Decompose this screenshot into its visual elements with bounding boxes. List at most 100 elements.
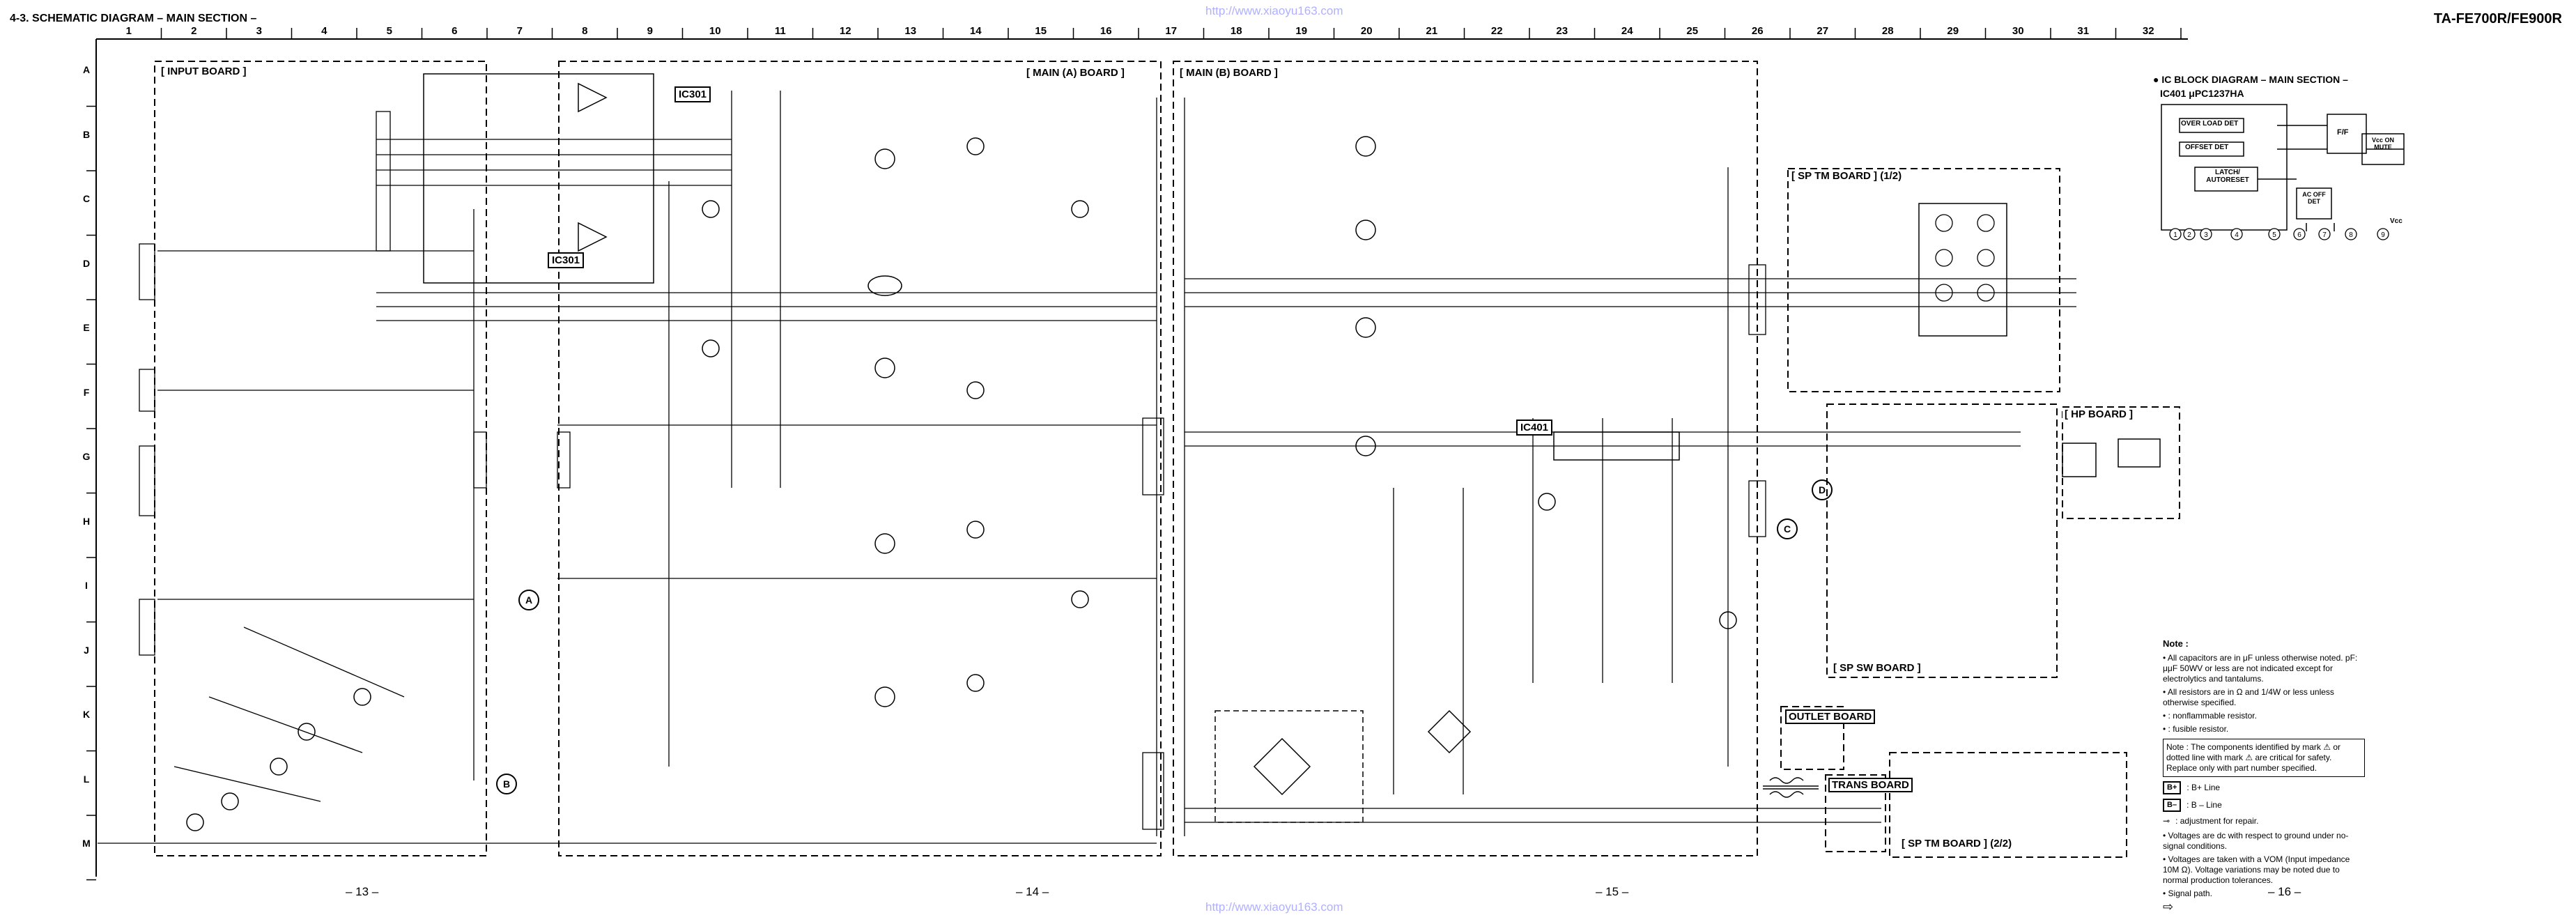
ic-block-title: ● IC BLOCK DIAGRAM – MAIN SECTION – bbox=[2153, 74, 2348, 85]
column-number: 14 bbox=[969, 25, 982, 37]
ic-pin-circle bbox=[2345, 228, 2357, 240]
section-title: 4-3. SCHEMATIC DIAGRAM – MAIN SECTION – bbox=[10, 13, 257, 24]
column-number: 27 bbox=[1817, 25, 1829, 37]
row-letter: G bbox=[82, 451, 91, 462]
column-number: 20 bbox=[1360, 25, 1373, 37]
legend-bminus: B– : B – Line bbox=[2163, 799, 2365, 812]
connector-a: A bbox=[518, 590, 539, 610]
row-letter: E bbox=[83, 322, 90, 333]
row-letter: F bbox=[83, 386, 90, 398]
column-number: 1 bbox=[125, 25, 132, 37]
ic-pin-number: 7 bbox=[2322, 231, 2327, 239]
legend-adjust-text: : adjustment for repair. bbox=[2175, 816, 2259, 826]
column-number: 25 bbox=[1686, 25, 1699, 37]
row-letter: C bbox=[82, 193, 91, 204]
page-number-16: – 16 – bbox=[2268, 885, 2301, 898]
row-letter: K bbox=[82, 709, 91, 720]
column-number: 22 bbox=[1490, 25, 1503, 37]
adjust-icon: ⊸ bbox=[2163, 816, 2170, 826]
notes-panel: Note : • All capacitors are in μF unless… bbox=[2163, 638, 2365, 915]
ic-block-latch: LATCH/ AUTORESET bbox=[2206, 169, 2249, 184]
ic-pin-circle bbox=[2200, 228, 2212, 240]
ic-pin-number: 9 bbox=[2381, 231, 2385, 239]
legend-bplus-text: : B+ Line bbox=[2186, 783, 2221, 792]
column-number: 29 bbox=[1947, 25, 1959, 37]
ic-pin-circle bbox=[2268, 228, 2281, 240]
row-letter: L bbox=[83, 773, 90, 785]
column-number: 7 bbox=[516, 25, 523, 37]
legend-bminus-text: : B – Line bbox=[2186, 800, 2222, 810]
legend-adjust: ⊸ : adjustment for repair. bbox=[2163, 816, 2365, 826]
row-letter: H bbox=[82, 515, 91, 527]
legend-bminus-symbol: B– bbox=[2163, 799, 2182, 812]
column-number: 24 bbox=[1621, 25, 1633, 37]
row-letter: D bbox=[82, 257, 91, 269]
column-number: 13 bbox=[904, 25, 917, 37]
connector-c: C bbox=[1777, 518, 1798, 539]
legend-bplus: B+ : B+ Line bbox=[2163, 781, 2365, 794]
main-b-board-label: [ MAIN (B) BOARD ] bbox=[1178, 67, 1280, 79]
column-number: 3 bbox=[256, 25, 262, 37]
row-letter: J bbox=[84, 644, 89, 656]
legend-bplus-symbol: B+ bbox=[2163, 781, 2182, 794]
column-number: 19 bbox=[1295, 25, 1308, 37]
column-number: 11 bbox=[774, 25, 786, 37]
ic-block-acoff: AC OFF DET bbox=[2302, 191, 2326, 205]
row-letter: B bbox=[82, 128, 91, 140]
trans-board-label: TRANS BOARD bbox=[1828, 778, 1913, 792]
note-signal-path: • Signal path. bbox=[2163, 889, 2212, 898]
hp-board-label: [ HP BOARD ] bbox=[2062, 408, 2136, 420]
page-number-14: – 14 – bbox=[1016, 885, 1049, 898]
ic-pin-circle bbox=[2377, 228, 2389, 240]
note-capacitors: • All capacitors are in μF unless otherw… bbox=[2163, 653, 2358, 684]
ic-block-vcc: Vcc bbox=[2390, 217, 2403, 225]
column-number: 17 bbox=[1165, 25, 1178, 37]
watermark-bottom: http://www.xiaoyu163.com bbox=[1205, 900, 1343, 914]
column-number: 2 bbox=[191, 25, 197, 37]
note-nonflammable: • : nonflammable resistor. bbox=[2163, 711, 2257, 721]
column-number: 15 bbox=[1035, 25, 1047, 37]
sp-sw-board-label: [ SP SW BOARD ] bbox=[1831, 662, 1923, 674]
ic-block-ff: F/F bbox=[2337, 128, 2349, 137]
ic-block-subtitle: IC401 μPC1237HA bbox=[2160, 88, 2244, 99]
column-number: 6 bbox=[452, 25, 458, 37]
ic-pin-number: 2 bbox=[2187, 231, 2191, 239]
column-number: 30 bbox=[2012, 25, 2024, 37]
row-letter: M bbox=[82, 838, 91, 849]
note-voltages-dc: • Voltages are dc with respect to ground… bbox=[2163, 831, 2349, 851]
note-resistors: • All resistors are in Ω and 1/4W or les… bbox=[2163, 687, 2334, 707]
ic-block-mute: Vcc ON MUTE bbox=[2371, 137, 2394, 151]
outlet-board-label: OUTLET BOARD bbox=[1785, 709, 1876, 724]
connector-d: D bbox=[1812, 479, 1833, 500]
column-number: 16 bbox=[1100, 25, 1112, 37]
column-number: 5 bbox=[386, 25, 392, 37]
safety-note-box: Note : The components identified by mark… bbox=[2163, 739, 2365, 777]
main-a-board-label: [ MAIN (A) BOARD ] bbox=[1024, 67, 1127, 79]
column-number: 23 bbox=[1556, 25, 1568, 37]
ic-pin-circle bbox=[2230, 228, 2243, 240]
ic-block-overload: OVER LOAD DET bbox=[2181, 120, 2239, 128]
model-name: TA-FE700R/FE900R bbox=[2433, 11, 2562, 26]
page-number-13: – 13 – bbox=[346, 885, 379, 898]
signal-arrow-icon: ⇨ bbox=[2163, 900, 2174, 914]
column-number: 28 bbox=[1881, 25, 1894, 37]
column-number: 26 bbox=[1751, 25, 1764, 37]
sp-tm-board-label-2: [ SP TM BOARD ] (2/2) bbox=[1899, 838, 2014, 849]
note-fusible: • : fusible resistor. bbox=[2163, 724, 2229, 734]
ic-pin-number: 4 bbox=[2235, 231, 2239, 239]
column-number: 21 bbox=[1426, 25, 1438, 37]
watermark-top: http://www.xiaoyu163.com bbox=[1205, 4, 1343, 17]
page-number-15: – 15 – bbox=[1596, 885, 1629, 898]
ic401-label: IC401 bbox=[1516, 420, 1553, 436]
ic-pin-number: 6 bbox=[2297, 231, 2301, 239]
input-board-label: [ INPUT BOARD ] bbox=[159, 66, 249, 77]
note-voltages-vom: • Voltages are taken with a VOM (Input i… bbox=[2163, 854, 2350, 885]
row-letter: A bbox=[82, 64, 91, 75]
column-number: 18 bbox=[1230, 25, 1242, 37]
column-number: 9 bbox=[647, 25, 653, 37]
ic-pin-circle bbox=[2318, 228, 2331, 240]
ic-pin-number: 1 bbox=[2173, 231, 2177, 239]
sp-tm-board-label-1: [ SP TM BOARD ] (1/2) bbox=[1789, 170, 1904, 182]
notes-title: Note : bbox=[2163, 638, 2189, 649]
